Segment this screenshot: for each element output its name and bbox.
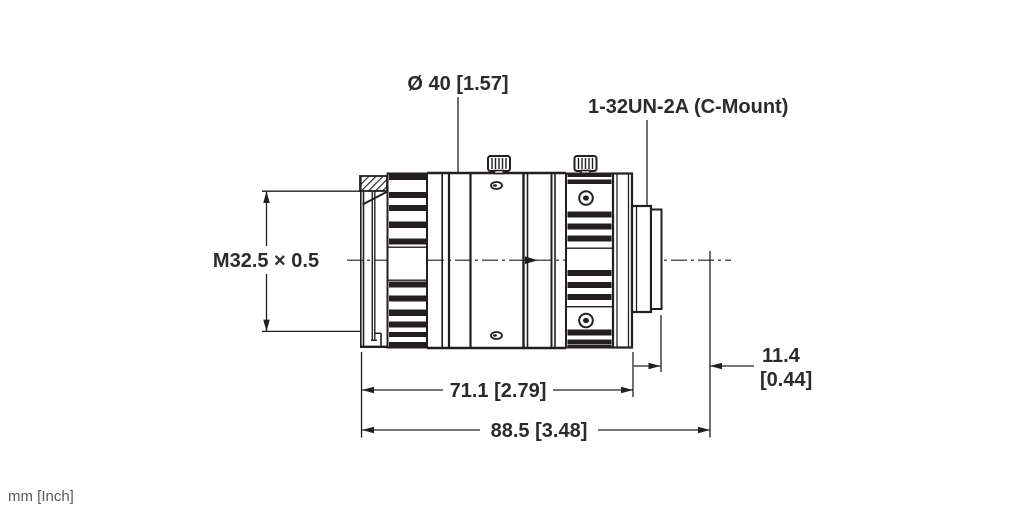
total-length-dimension: 88.5 [3.48]: [362, 420, 710, 442]
filter-thread-label: M32.5 × 0.5: [213, 250, 319, 272]
arrowhead-down: [263, 319, 270, 332]
arrowhead-left: [362, 426, 374, 434]
front-bezel-arc: [362, 191, 387, 206]
mount-length-dimension: 11.4 [0.44]: [634, 345, 812, 391]
units-note: mm [Inch]: [8, 488, 74, 505]
front-filter-thread-section: [359, 175, 388, 348]
total-length-label: 88.5 [3.48]: [491, 420, 588, 442]
barrel-hole-bottom: [490, 331, 503, 340]
body-length-dimension: 71.1 [2.79]: [362, 380, 633, 402]
arrowhead-left: [710, 362, 722, 370]
barrel-hole-top: [490, 181, 503, 190]
arrowhead-right: [621, 386, 633, 394]
mount-length-mm-label: 11.4: [762, 345, 801, 367]
c-mount-thread: [630, 204, 663, 314]
set-screw-hole-bottom: [578, 312, 594, 329]
thumb-screw-front: [487, 155, 511, 175]
front-thread-hatch: [359, 175, 388, 192]
lens-body: [359, 155, 663, 350]
mount-length-inch-label: [0.44]: [760, 369, 812, 391]
body-length-label: 71.1 [2.79]: [450, 380, 547, 402]
mount-thread-label: 1-32UN-2A (C-Mount): [588, 96, 788, 118]
arrowhead-right: [698, 426, 710, 434]
outer-diameter-label: Ø 40 [1.57]: [407, 73, 508, 95]
mount-flange: [611, 172, 634, 349]
set-screw-hole-top: [578, 190, 594, 206]
filter-thread-dimension: M32.5 × 0.5: [213, 190, 360, 333]
aperture-ring: [565, 172, 614, 349]
arrowhead-right: [648, 362, 661, 370]
thumb-screw-rear: [573, 155, 598, 175]
arrowhead-left: [362, 386, 374, 394]
focus-ring: [386, 172, 428, 349]
arrowhead-up: [263, 191, 270, 203]
